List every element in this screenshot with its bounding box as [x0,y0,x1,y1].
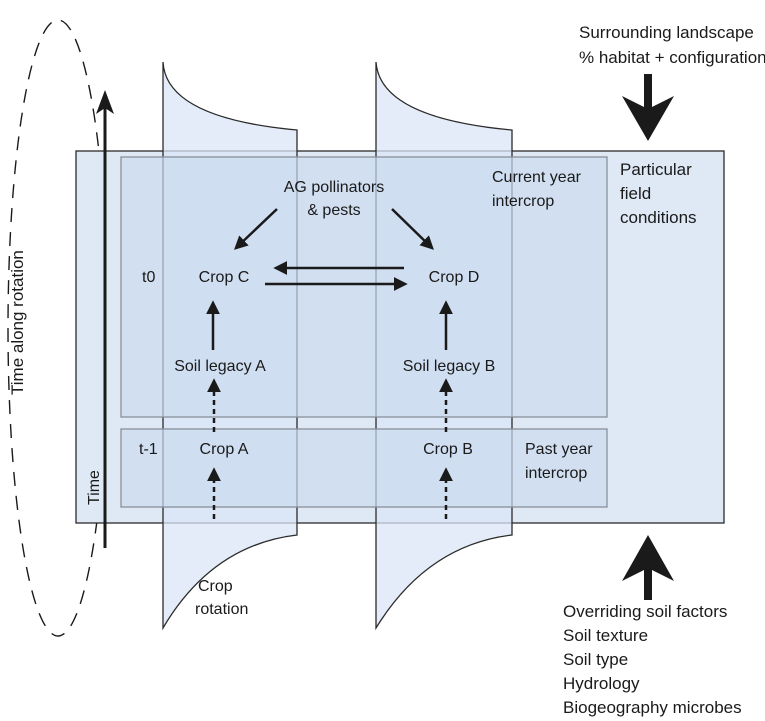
crop-d-label: Crop D [429,269,480,286]
soil-factors-line4: Hydrology [563,674,640,693]
t-minus-1-label: t-1 [139,441,158,458]
field-conditions-line1: Particular [620,160,692,179]
soil-factors-line2: Soil texture [563,626,648,645]
crop-rotation-label-line2: rotation [195,601,248,618]
landscape-arrow-shaft [644,74,652,114]
arrow-pollinators-to-crop-c [234,208,278,250]
landscape-label-line2: % habitat + configuration [579,48,765,67]
soil-factors-line1: Overriding soil factors [563,602,727,621]
landscape-label-line1: Surrounding landscape [579,23,754,42]
soil-factors-line3: Soil type [563,650,628,669]
soil-legacy-a-label: Soil legacy A [174,358,266,375]
current-year-label-line1: Current year [492,169,582,186]
crop-a-label: Crop A [200,441,249,458]
pollinators-label-line1: AG pollinators [284,179,385,196]
time-along-rotation-label: Time along rotation [8,250,27,395]
past-year-box [120,428,608,508]
field-conditions-line3: conditions [620,208,697,227]
crop-b-label: Crop B [423,441,473,458]
soil-legacy-b-label: Soil legacy B [403,358,496,375]
soil-factors-line5: Biogeography microbes [563,698,742,717]
field-conditions-line2: field [620,184,651,203]
current-year-box [120,156,608,418]
time-arrow-head [96,90,114,114]
arrow-pollinators-to-crop-d [391,208,434,250]
past-year-label-line2: intercrop [525,465,587,482]
past-year-label-line1: Past year [525,441,593,458]
soil-arrow-head [622,535,674,581]
crop-c-label: Crop C [199,269,250,286]
crop-rotation-label-line1: Crop [198,578,233,595]
pollinators-label-line2: & pests [307,202,360,219]
soil-arrow-shaft [644,560,652,600]
landscape-arrow-head [622,96,674,141]
current-year-label-line2: intercrop [492,193,554,210]
t0-label: t0 [142,269,155,286]
time-label: Time [86,470,103,505]
